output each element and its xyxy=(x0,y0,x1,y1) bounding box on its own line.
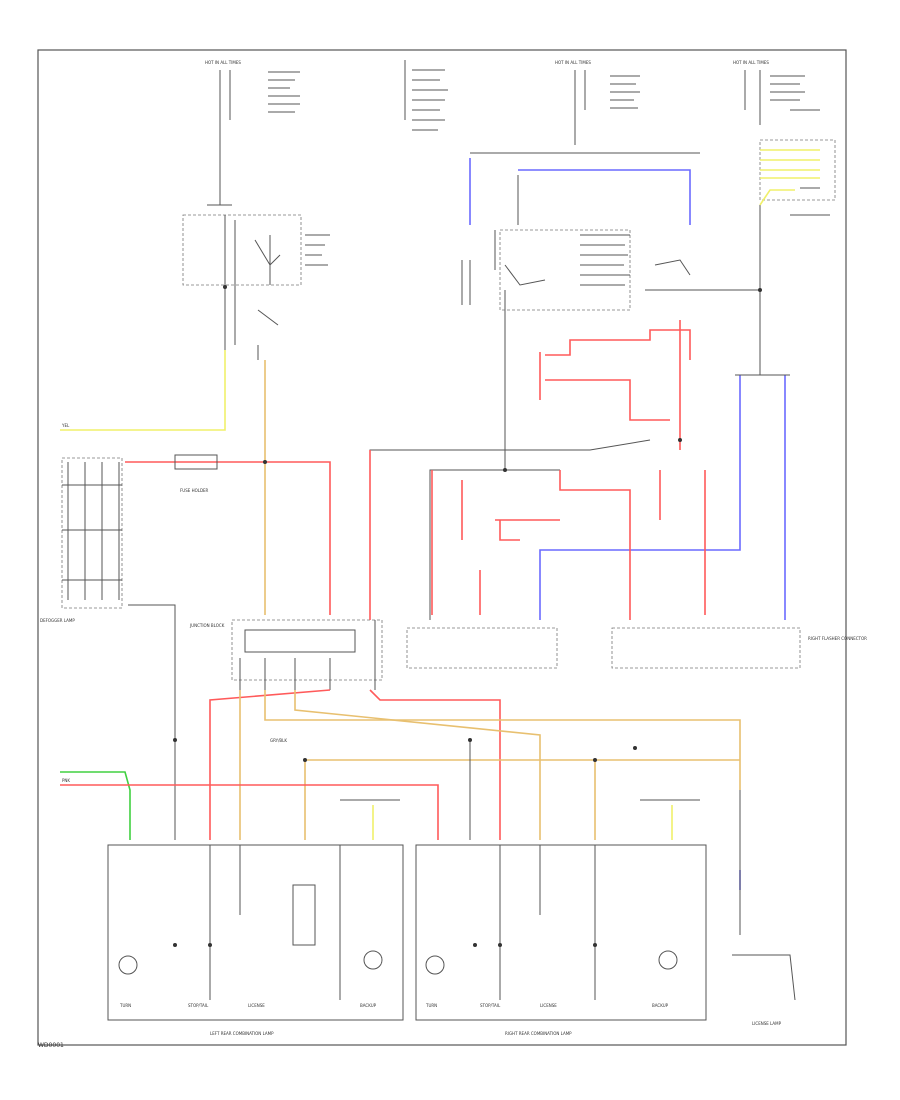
right-stop-tail-label: STOP/TAIL xyxy=(480,1003,501,1008)
right-rear-combination-lamp: TURN STOP/TAIL LICENSE BACKUP xyxy=(415,844,707,1021)
left-stop-tail-label: STOP/TAIL xyxy=(188,1003,209,1008)
right-license-label: LICENSE xyxy=(540,1003,557,1008)
junction-dots xyxy=(173,285,762,947)
fuse-note: FUSE HOLDER xyxy=(180,488,209,493)
hot-source-4: HOT IN ALL TIMES xyxy=(733,60,836,216)
diagram-frame xyxy=(37,49,847,1046)
svg-text:DEFOGGER LAMP: DEFOGGER LAMP xyxy=(40,618,75,623)
left-rear-combination-lamp: TURN STOP/TAIL LICENSE BACKUP xyxy=(107,844,404,1021)
hot-label-4: HOT IN ALL TIMES xyxy=(733,60,769,65)
footer-code: WD0001 xyxy=(38,1042,64,1049)
wire-label-main: GRY/BLK xyxy=(270,738,287,743)
right-turn-label: TURN xyxy=(425,1003,437,1008)
wire-red-cluster-a xyxy=(545,329,691,360)
hot-label-3: HOT IN ALL TIMES xyxy=(555,60,591,65)
junction-label: JUNCTION BLOCK xyxy=(189,623,225,628)
left-backup-label: BACKUP xyxy=(360,1003,377,1008)
left-relay-assembly xyxy=(182,140,330,360)
wire-red-grid xyxy=(125,461,331,615)
cluster-connectors: RIGHT FLASHER CONNECTOR xyxy=(406,627,867,669)
wire-yellow-left-feed xyxy=(60,350,226,431)
wire-red-main xyxy=(209,689,331,840)
hot-source-1: HOT IN ALL TIMES xyxy=(205,60,300,140)
left-turn-label: TURN xyxy=(119,1003,131,1008)
right-edge-label: LICENSE LAMP xyxy=(752,1021,782,1026)
wire-red-in xyxy=(60,784,439,840)
grid-block: DEFOGGER LAMP xyxy=(40,457,123,623)
hot-label-1: HOT IN ALL TIMES xyxy=(205,60,241,65)
wire-blue-right xyxy=(539,375,741,620)
junction-block: JUNCTION BLOCK xyxy=(189,619,383,690)
inline-fuse xyxy=(174,454,218,470)
hot-source-3: HOT IN ALL TIMES xyxy=(555,60,640,145)
hot-source-2 xyxy=(404,60,448,131)
wire-label-yel: YEL xyxy=(61,423,70,428)
wire-label-pnk: PNK xyxy=(62,778,70,783)
flasher-cluster xyxy=(461,152,760,470)
right-flasher-label: RIGHT FLASHER CONNECTOR xyxy=(808,636,867,641)
wire-green-in xyxy=(60,771,131,840)
right-backup-label: BACKUP xyxy=(652,1003,669,1008)
right-rear-lamp-title: RIGHT REAR COMBINATION LAMP xyxy=(505,1031,572,1036)
left-license-label: LICENSE xyxy=(248,1003,265,1008)
left-rear-lamp-title: LEFT REAR COMBINATION LAMP xyxy=(210,1031,274,1036)
